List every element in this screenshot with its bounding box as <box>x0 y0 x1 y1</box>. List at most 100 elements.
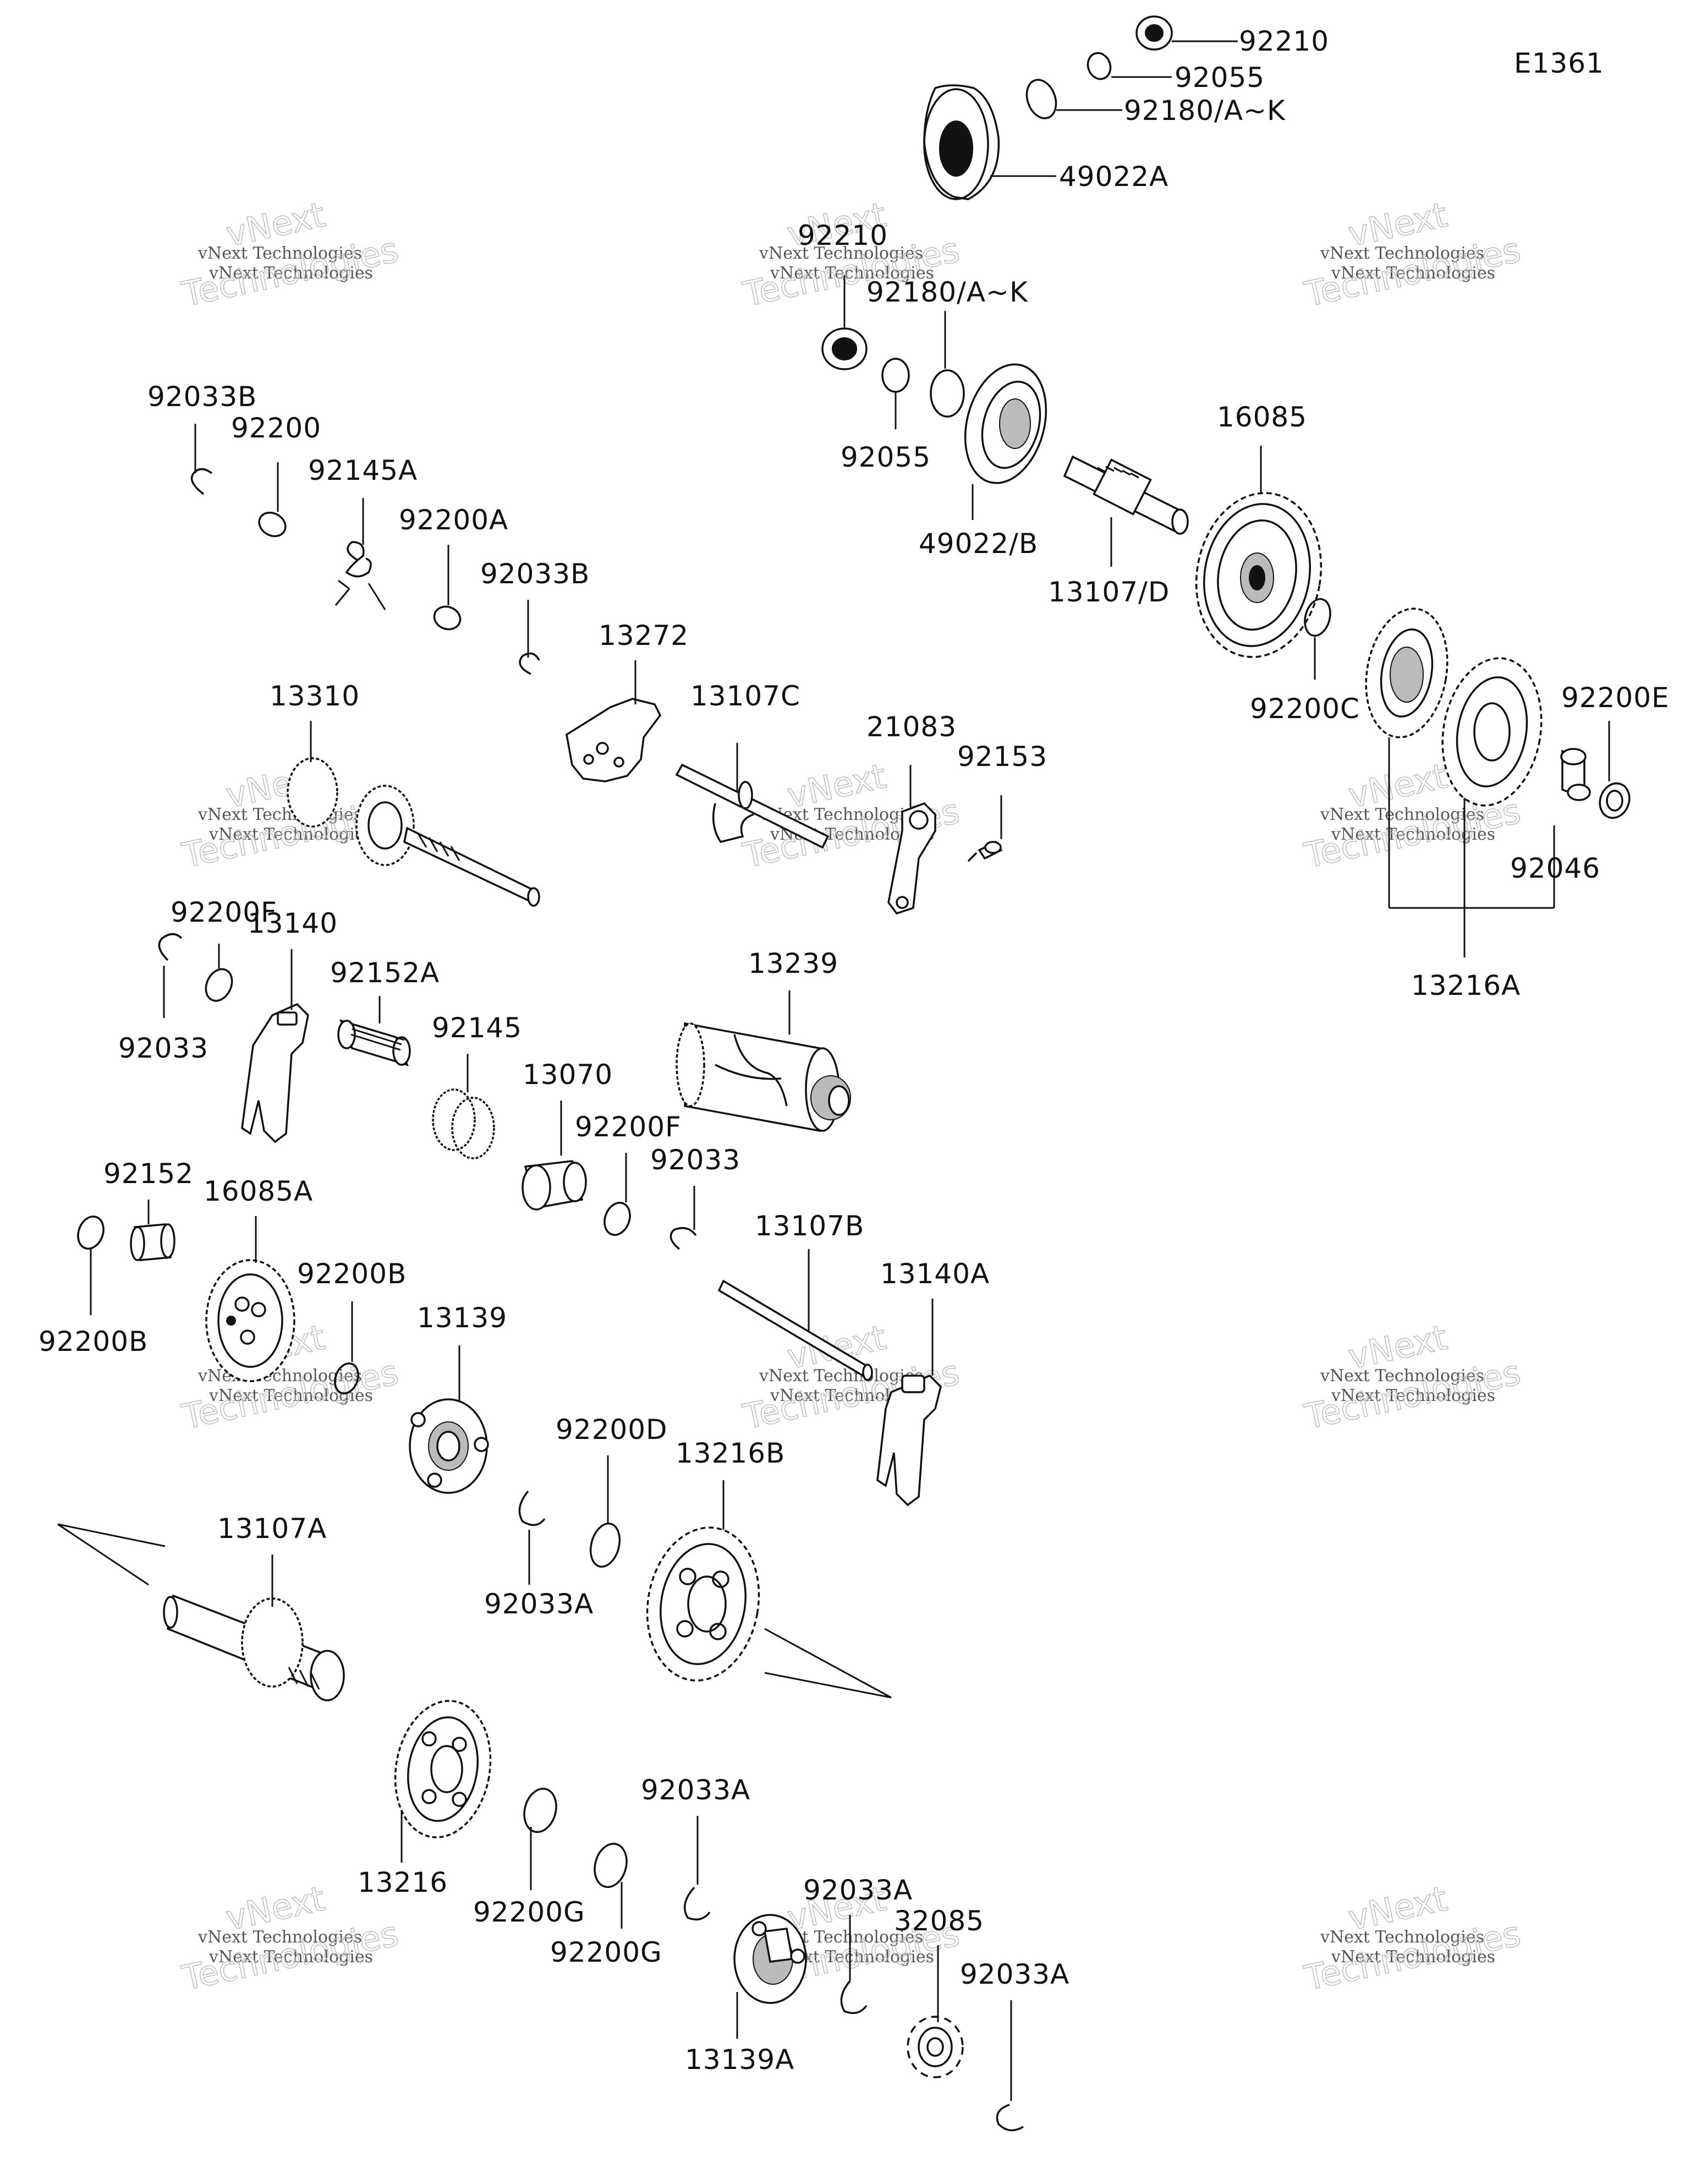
bearing-92046 <box>1560 748 1591 801</box>
label-92200E: 92200E <box>1561 682 1670 714</box>
svg-text:vNext Technologies: vNext Technologies <box>197 244 362 263</box>
shim-92180-top <box>1025 79 1057 119</box>
svg-text:vNext Technologies: vNext Technologies <box>1331 1386 1495 1405</box>
shaft-13107C <box>675 763 830 849</box>
label-13140A: 13140A <box>880 1258 990 1290</box>
label-92153: 92153 <box>957 741 1047 773</box>
label-13216A: 13216A <box>1411 970 1521 1001</box>
label-92210: 92210 <box>1239 25 1329 57</box>
seal-92210-top <box>1135 15 1173 51</box>
ring-92055-top <box>1087 52 1112 80</box>
label-92200G: 92200G <box>550 1936 662 1968</box>
fork-13140 <box>241 1003 309 1143</box>
washer-92200F-2 <box>603 1202 631 1236</box>
label-13239: 13239 <box>748 948 838 979</box>
label-13107B: 13107B <box>755 1210 864 1242</box>
label-13139: 13139 <box>417 1302 507 1334</box>
label-13140: 13140 <box>248 907 338 939</box>
svg-text:vNext Technologies: vNext Technologies <box>1320 805 1484 824</box>
label-13310: 13310 <box>270 680 360 712</box>
label-13107D: 13107/D <box>1048 576 1170 608</box>
label-92200: 92200 <box>231 412 321 444</box>
shaft-13107D <box>1063 455 1189 535</box>
svg-text:vNext Technologies: vNext Technologies <box>1320 1366 1484 1386</box>
gear-13216B <box>646 1526 760 1682</box>
label-92200F: 92200F <box>575 1111 682 1143</box>
circlip-92033A-2 <box>683 1886 711 1921</box>
svg-text:vNext Technologies: vNext Technologies <box>1320 1928 1484 1947</box>
washer-92200B-1 <box>77 1216 105 1250</box>
label-13216: 13216 <box>358 1866 448 1898</box>
washer-92200E <box>1599 782 1631 819</box>
label-92033B: 92033B <box>147 381 257 413</box>
washer-92200G-1 <box>523 1787 557 1833</box>
svg-text:Technologies: Technologies <box>1301 1913 1524 1998</box>
gear-32085 <box>907 2016 964 2078</box>
hub-13139A <box>733 1914 807 2004</box>
bushing-92152 <box>130 1223 175 1261</box>
gear-13216A-b <box>1441 657 1543 807</box>
label-92200F: 92200F <box>171 896 277 928</box>
diagram-code: E1361 <box>1514 47 1604 79</box>
svg-text:Technologies: Technologies <box>178 1352 402 1437</box>
svg-text:Technologies: Technologies <box>1301 1352 1524 1437</box>
label-49022A: 49022A <box>1059 161 1168 193</box>
label-92033: 92033 <box>118 1032 208 1064</box>
label-16085A: 16085A <box>204 1175 313 1207</box>
washer-92200G-2 <box>594 1842 628 1889</box>
arm-21083 <box>887 802 936 915</box>
plate-13272 <box>566 698 662 782</box>
label-92180: 92180/A~K <box>866 276 1028 308</box>
part-shapes <box>77 15 1631 2132</box>
label-16085: 16085 <box>1217 401 1307 433</box>
label-92200B: 92200B <box>39 1326 148 1358</box>
label-92055: 92055 <box>841 441 931 473</box>
shim-92180-mid <box>930 369 965 418</box>
washer-92200 <box>258 511 287 538</box>
circlip-92033A-1 <box>518 1490 546 1526</box>
circlip-92033-1 <box>158 933 183 961</box>
label-49022B: 49022/B <box>919 528 1038 560</box>
svg-text:vNext Technologies: vNext Technologies <box>197 1928 362 1947</box>
washer-92200C <box>1304 598 1331 637</box>
label-92152: 92152 <box>103 1158 194 1190</box>
circlip-92033B-2 <box>519 652 540 675</box>
pin-92152A <box>337 1019 411 1066</box>
washer-92200B-2 <box>334 1362 359 1394</box>
gear-16085 <box>1195 492 1323 658</box>
shaft-13107A <box>163 1594 345 1701</box>
gear-13216 <box>394 1700 492 1838</box>
label-13216B: 13216B <box>676 1437 785 1469</box>
svg-text:vNext Technologies: vNext Technologies <box>208 1947 373 1967</box>
svg-text:Technologies: Technologies <box>178 229 402 314</box>
leader-lines <box>57 40 1610 2101</box>
gear-16085A <box>205 1259 295 1382</box>
label-92152A: 92152A <box>330 957 440 989</box>
svg-text:Technologies: Technologies <box>178 1913 402 1998</box>
label-92033A: 92033A <box>641 1774 750 1806</box>
label-92200D: 92200D <box>556 1414 668 1446</box>
label-92200C: 92200C <box>1250 693 1360 725</box>
circlip-92033A-4 <box>996 2104 1024 2132</box>
drum-13239 <box>676 1022 851 1132</box>
label-92046: 92046 <box>1510 852 1600 884</box>
label-92055: 92055 <box>1175 62 1265 94</box>
svg-text:vNext Technologies: vNext Technologies <box>759 244 923 263</box>
label-92033A: 92033A <box>484 1588 594 1620</box>
label-13107C: 13107C <box>690 680 800 712</box>
svg-text:vNext Technologies: vNext Technologies <box>208 825 373 844</box>
circlip-92033B-1 <box>190 468 213 495</box>
callout-labels: 92210 92055 92180/A~K 49022A 92210 92180… <box>39 25 1670 2076</box>
svg-text:vNext Technologies: vNext Technologies <box>208 264 373 283</box>
label-92200A: 92200A <box>399 504 508 536</box>
label-92033A: 92033A <box>960 1958 1069 1990</box>
label-92210: 92210 <box>798 220 888 251</box>
label-92145: 92145 <box>432 1012 522 1044</box>
svg-text:vNext Technologies: vNext Technologies <box>1331 264 1495 283</box>
label-21083: 21083 <box>866 711 957 743</box>
hub-13139 <box>409 1398 489 1494</box>
bearing-49022B <box>964 363 1047 484</box>
gear-13216A-a <box>1365 607 1448 738</box>
shaft-13310 <box>287 757 540 907</box>
svg-text:vNext Technologies: vNext Technologies <box>770 264 934 283</box>
